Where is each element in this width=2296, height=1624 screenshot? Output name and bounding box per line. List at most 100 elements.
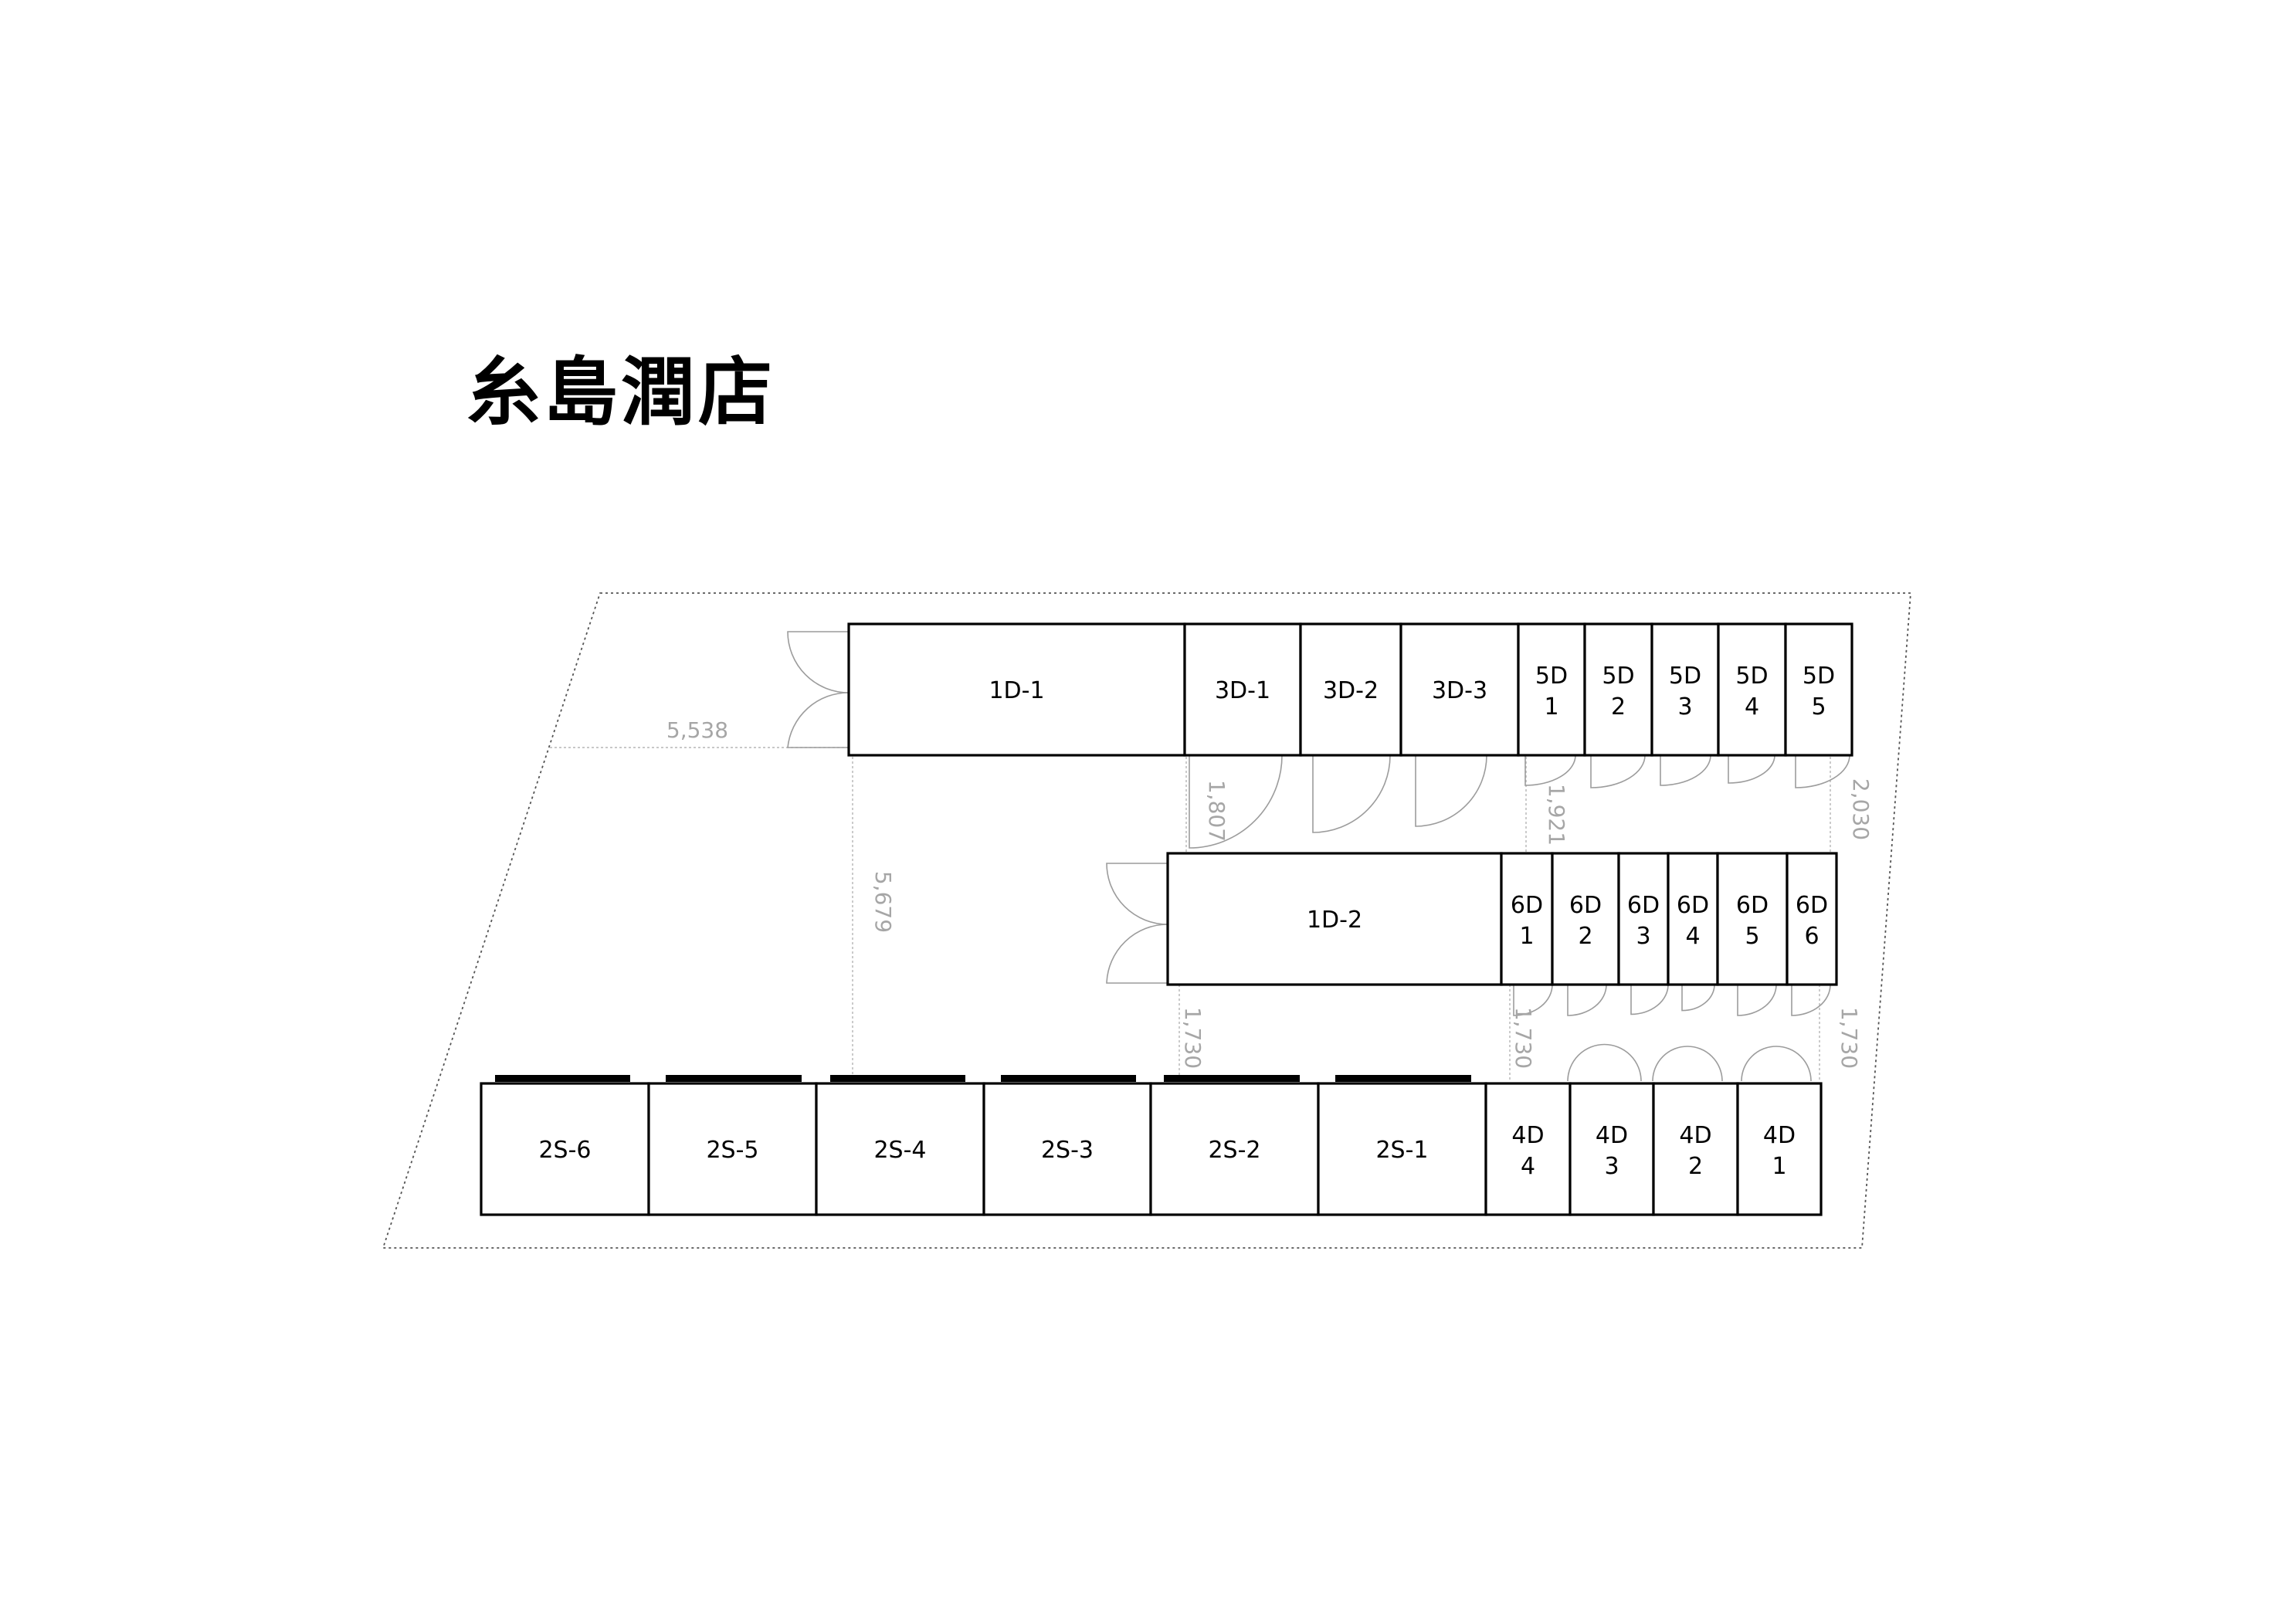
dimension-label: 1,921 — [1544, 784, 1569, 846]
storage-unit-6d6[interactable]: 6D6 — [1786, 852, 1838, 986]
door-swing-icon — [787, 631, 850, 693]
unit-label: 4 — [1685, 923, 1700, 950]
door-swing-icon — [1795, 754, 1850, 788]
storage-unit-5d2[interactable]: 5D2 — [1583, 622, 1653, 757]
door-swing-icon — [1312, 754, 1391, 833]
door-swing-icon — [1590, 754, 1646, 788]
unit-label: 3D-3 — [1432, 677, 1487, 704]
storage-unit-6d1[interactable]: 6D1 — [1500, 852, 1554, 986]
unit-label: 3D-2 — [1323, 677, 1379, 704]
storage-unit-4d3[interactable]: 4D3 — [1569, 1082, 1655, 1216]
unit-label: 1D-1 — [989, 677, 1044, 704]
storage-unit-2s2[interactable]: 2S-2 — [1149, 1082, 1320, 1216]
unit-label: 4D — [1596, 1122, 1628, 1149]
unit-label: 3 — [1677, 693, 1692, 720]
unit-label: 5D — [1535, 663, 1568, 690]
unit-label: 1D-2 — [1307, 907, 1362, 934]
unit-label: 5 — [1745, 923, 1759, 950]
shutter-bar — [1001, 1075, 1136, 1082]
storage-unit-3d3[interactable]: 3D-3 — [1399, 622, 1520, 757]
unit-label: 5D — [1803, 663, 1835, 690]
door-swing-icon — [1741, 1046, 1812, 1082]
dimension-label: 2,030 — [1848, 778, 1874, 840]
dimension-label: 5,538 — [666, 717, 728, 743]
unit-label: 6D — [1736, 892, 1769, 919]
unit-label: 2S-1 — [1375, 1137, 1428, 1164]
dimension-label: 1,730 — [1836, 1007, 1862, 1069]
storage-unit-6d4[interactable]: 6D4 — [1667, 852, 1719, 986]
storage-unit-3d2[interactable]: 3D-2 — [1299, 622, 1402, 757]
storage-unit-5d1[interactable]: 5D1 — [1517, 622, 1586, 757]
unit-label: 1 — [1544, 693, 1558, 720]
unit-label: 6D — [1677, 892, 1709, 919]
storage-unit-2s1[interactable]: 2S-1 — [1317, 1082, 1487, 1216]
storage-unit-1d2[interactable]: 1D-2 — [1166, 852, 1503, 986]
storage-unit-6d3[interactable]: 6D3 — [1617, 852, 1670, 986]
storage-unit-1d1[interactable]: 1D-1 — [847, 622, 1186, 757]
door-swing-icon — [787, 692, 850, 748]
unit-label: 2 — [1611, 693, 1626, 720]
door-swing-icon — [1652, 1046, 1723, 1082]
door-swing-icon — [1106, 924, 1168, 984]
door-swing-icon — [1681, 984, 1715, 1012]
unit-label: 1 — [1519, 923, 1534, 950]
unit-label: 2S-3 — [1041, 1137, 1094, 1164]
storage-unit-3d1[interactable]: 3D-1 — [1183, 622, 1302, 757]
storage-unit-5d3[interactable]: 5D3 — [1650, 622, 1720, 757]
unit-label: 4D — [1511, 1122, 1544, 1149]
dimension-label: 1,730 — [1180, 1007, 1206, 1069]
door-swing-icon — [1728, 754, 1775, 784]
door-swing-icon — [1737, 984, 1777, 1016]
dimension-label: 5,679 — [870, 871, 896, 933]
storage-unit-5d4[interactable]: 5D4 — [1717, 622, 1787, 757]
shutter-bar — [495, 1075, 630, 1082]
unit-label: 6D — [1796, 892, 1828, 919]
door-swing-icon — [1415, 754, 1487, 827]
shutter-bar — [1164, 1075, 1300, 1082]
unit-label: 2S-2 — [1208, 1137, 1260, 1164]
storage-unit-2s5[interactable]: 2S-5 — [647, 1082, 818, 1216]
unit-label: 4D — [1679, 1122, 1711, 1149]
shutter-bar — [666, 1075, 802, 1082]
unit-label: 1 — [1772, 1153, 1786, 1180]
unit-label: 4D — [1763, 1122, 1796, 1149]
storage-unit-2s4[interactable]: 2S-4 — [815, 1082, 985, 1216]
door-swing-icon — [1524, 754, 1576, 786]
unit-label: 6D — [1627, 892, 1660, 919]
door-swing-icon — [1791, 984, 1831, 1016]
unit-label: 3 — [1636, 923, 1650, 950]
storage-unit-4d4[interactable]: 4D4 — [1484, 1082, 1572, 1216]
unit-label: 3D-1 — [1215, 677, 1270, 704]
door-swing-icon — [1513, 984, 1553, 1016]
storage-unit-6d2[interactable]: 6D2 — [1551, 852, 1620, 986]
door-swing-icon — [1567, 984, 1607, 1016]
storage-unit-2s6[interactable]: 2S-6 — [480, 1082, 650, 1216]
unit-label: 5D — [1602, 663, 1634, 690]
unit-label: 4 — [1521, 1153, 1535, 1180]
page-title: 糸島潤店 — [466, 349, 775, 436]
door-swing-icon — [1567, 1043, 1642, 1082]
unit-label: 2S-5 — [706, 1137, 758, 1164]
dimension-label: 1,807 — [1204, 780, 1229, 842]
unit-label: 2S-4 — [873, 1137, 926, 1164]
unit-label: 6 — [1804, 923, 1819, 950]
unit-label: 4 — [1745, 693, 1759, 720]
unit-label: 2 — [1578, 923, 1592, 950]
unit-label: 5D — [1735, 663, 1768, 690]
unit-label: 3 — [1604, 1153, 1619, 1180]
storage-unit-6d5[interactable]: 6D5 — [1716, 852, 1789, 986]
dimension-label: 1,730 — [1511, 1007, 1536, 1069]
unit-label: 5 — [1811, 693, 1826, 720]
storage-unit-5d5[interactable]: 5D5 — [1784, 622, 1853, 757]
storage-unit-4d1[interactable]: 4D1 — [1736, 1082, 1823, 1216]
storage-unit-2s3[interactable]: 2S-3 — [982, 1082, 1152, 1216]
unit-label: 6D — [1511, 892, 1543, 919]
unit-label: 5D — [1669, 663, 1701, 690]
storage-unit-4d2[interactable]: 4D2 — [1652, 1082, 1739, 1216]
unit-label: 2S-6 — [538, 1137, 591, 1164]
door-swing-icon — [1660, 754, 1711, 786]
unit-label: 2 — [1688, 1153, 1703, 1180]
shutter-bar — [830, 1075, 965, 1082]
door-swing-icon — [1106, 863, 1168, 925]
